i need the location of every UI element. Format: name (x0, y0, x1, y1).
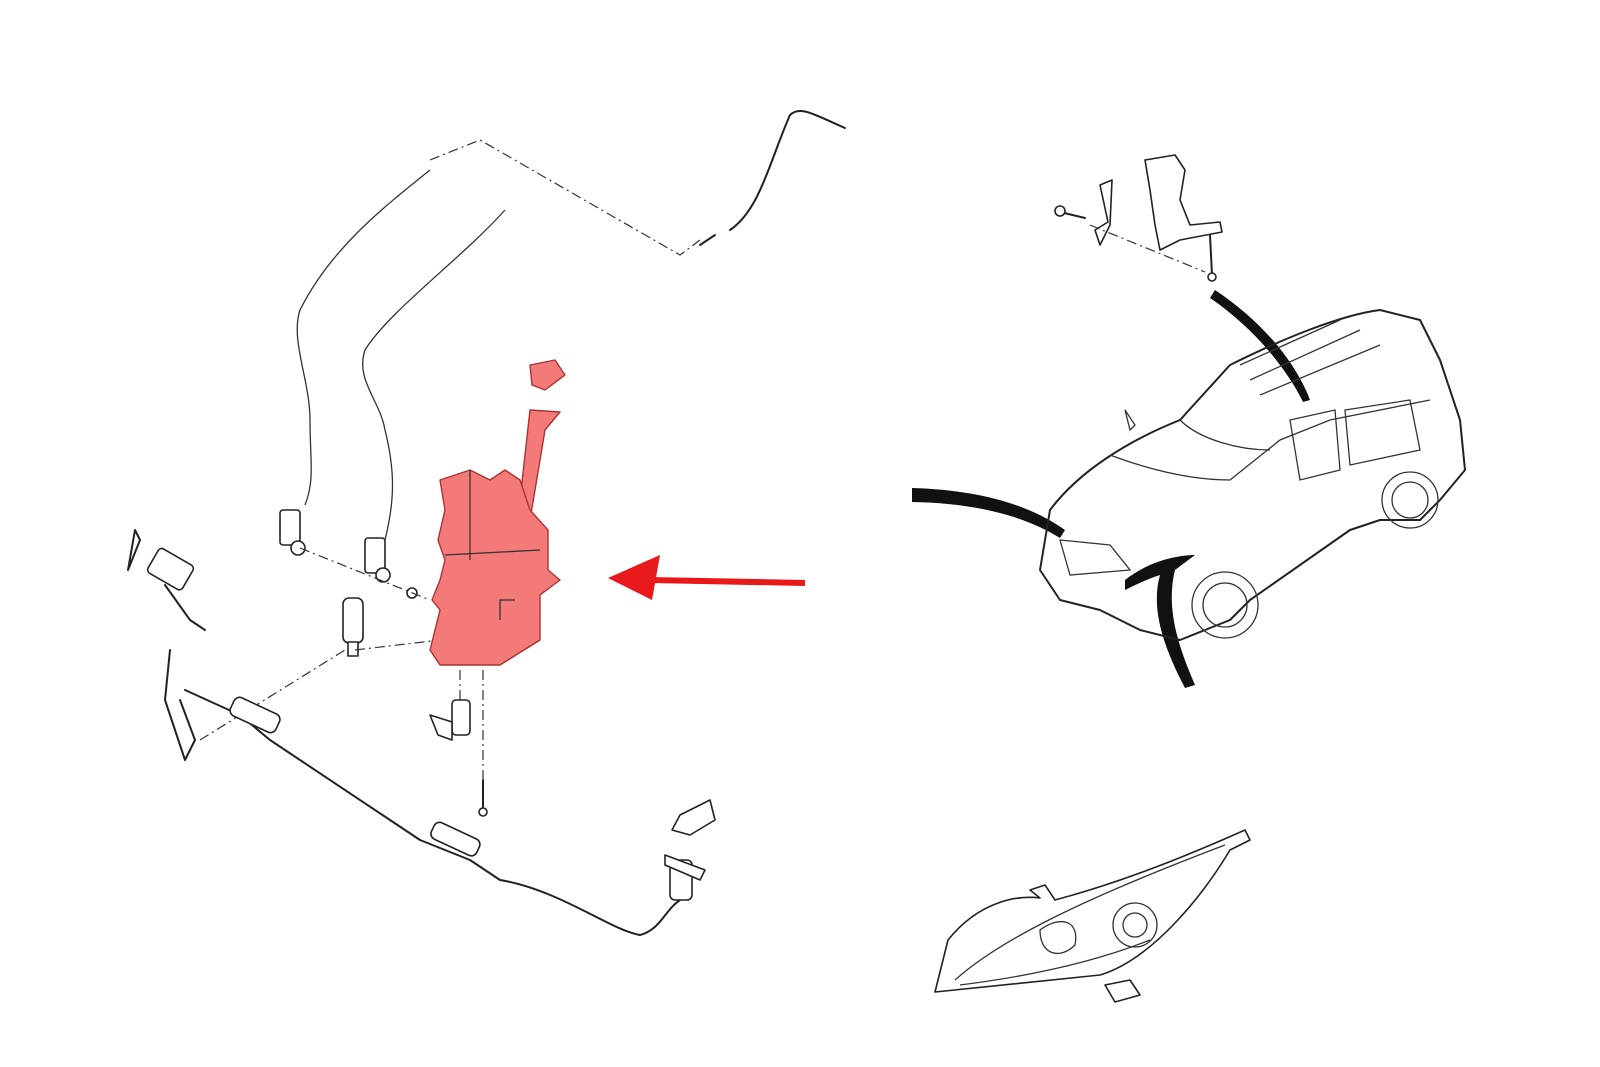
callout-band-headlamp (1125, 555, 1195, 688)
level-sensor-part (429, 699, 471, 741)
washer-pump-center (364, 537, 418, 599)
pointer-arrow (608, 555, 806, 600)
callout-band-sensor (1210, 290, 1310, 402)
headlamp-leveling-sensor (1054, 154, 1223, 282)
vehicle-outline (1039, 309, 1466, 641)
washer-reservoir-highlight (429, 359, 566, 666)
washer-pump-lower (342, 597, 364, 657)
washer-pump-left (279, 509, 306, 556)
assembly-dash-lines (199, 547, 484, 780)
headlamp (934, 829, 1251, 1003)
headlamp-washer-hose (127, 529, 716, 936)
bolt (478, 779, 488, 817)
callout-band-reservoir (912, 488, 1065, 538)
washer-hose-upper (296, 110, 846, 541)
